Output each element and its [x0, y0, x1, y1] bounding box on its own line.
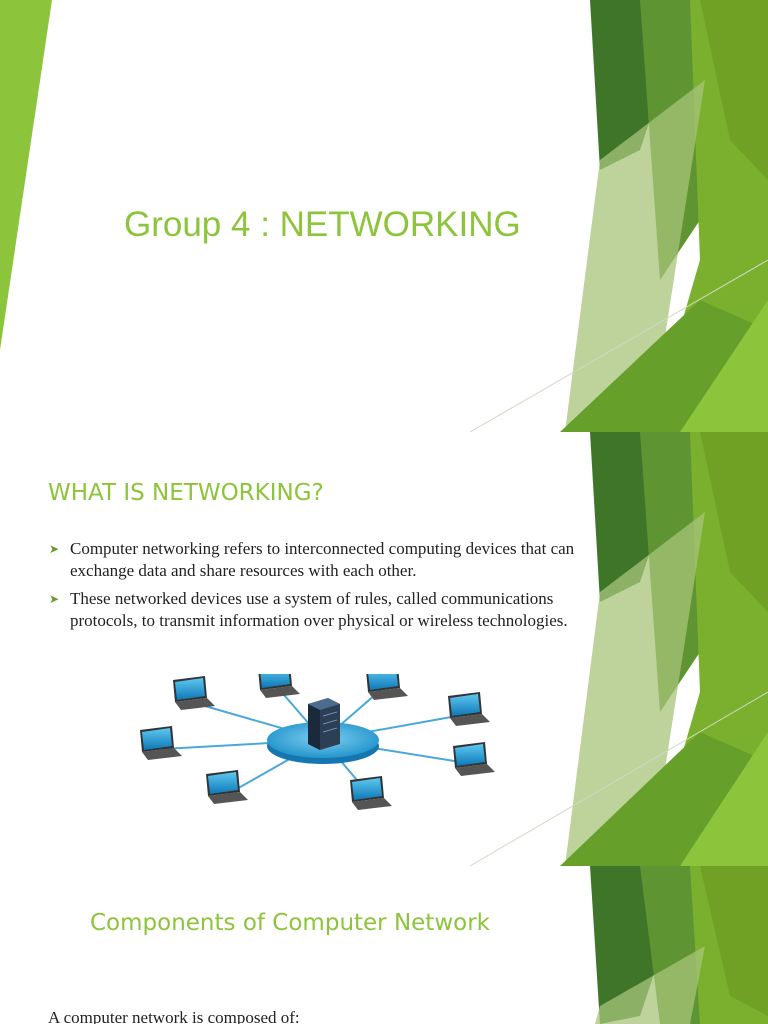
- slide-3: Components of Computer Network A compute…: [0, 866, 768, 1024]
- body-text: A computer network is composed of:: [48, 1008, 300, 1024]
- bullet-list: ➤ Computer networking refers to intercon…: [48, 538, 588, 638]
- green-ribbon-decoration: [590, 866, 768, 1024]
- list-item: ➤ These networked devices use a system o…: [48, 588, 588, 632]
- arrow-bullet-icon: ➤: [49, 542, 60, 556]
- green-ribbon-decoration: [0, 0, 768, 432]
- slide-2: WHAT IS NETWORKING? ➤ Computer networkin…: [0, 432, 768, 866]
- slide-title: WHAT IS NETWORKING?: [48, 480, 324, 506]
- slide-title: Components of Computer Network: [90, 910, 490, 936]
- arrow-bullet-icon: ➤: [49, 592, 60, 606]
- network-diagram-icon: [140, 674, 495, 810]
- green-ribbon-decoration: [469, 432, 768, 866]
- bullet-text: Computer networking refers to interconne…: [70, 539, 575, 580]
- slide-title: Group 4 : NETWORKING: [124, 205, 521, 244]
- bullet-text: These networked devices use a system of …: [70, 589, 568, 630]
- slide-1: Group 4 : NETWORKING: [0, 0, 768, 432]
- list-item: ➤ Computer networking refers to intercon…: [48, 538, 588, 582]
